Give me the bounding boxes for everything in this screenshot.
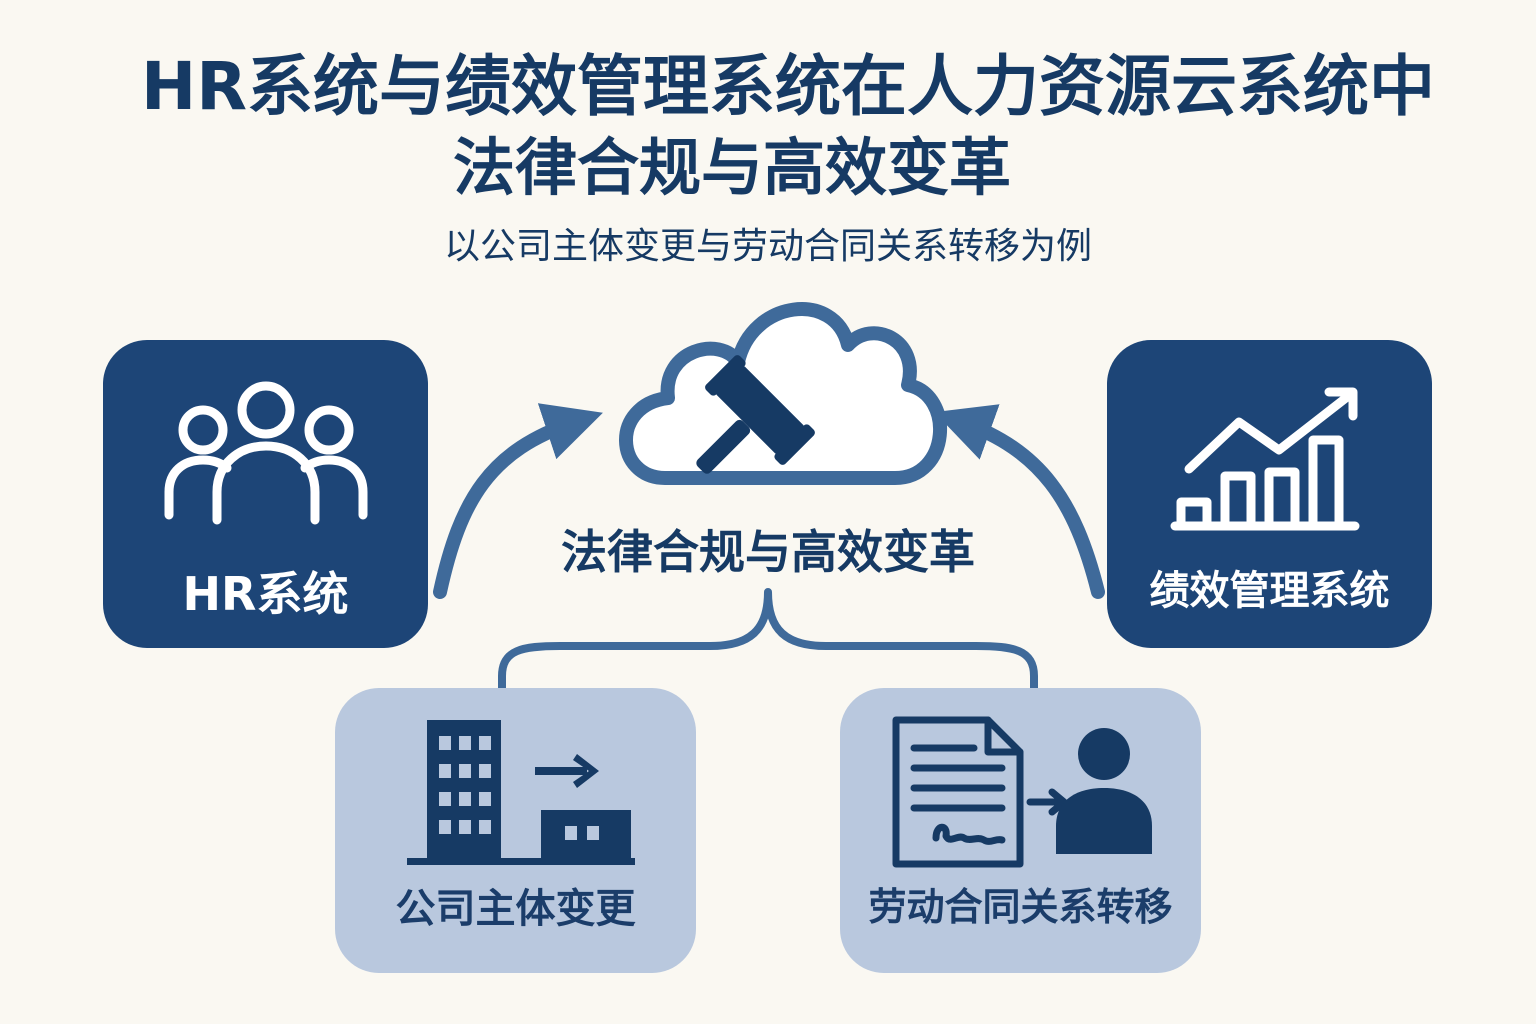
people-group-icon <box>164 381 368 525</box>
contract-to-person-icon <box>892 716 1152 868</box>
page-title-line-2: 法律合规与高效变革 <box>452 131 1011 204</box>
hr-system-card: HR系统 <box>103 340 428 648</box>
contract-transfer-card: 劳动合同关系转移 <box>840 688 1201 973</box>
hr-system-label: HR系统 <box>182 567 349 621</box>
hr-to-cloud-arrow <box>433 403 603 599</box>
performance-system-card: 绩效管理系统 <box>1107 340 1432 648</box>
gavel-in-cloud-icon <box>619 302 947 485</box>
performance-system-label: 绩效管理系统 <box>1149 568 1390 614</box>
company-change-card: 公司主体变更 <box>335 688 696 973</box>
growth-chart-icon <box>1170 387 1360 531</box>
building-transfer-icon <box>407 720 635 865</box>
bottom-bracket-connector <box>498 588 1038 696</box>
company-change-label: 公司主体变更 <box>395 886 636 932</box>
page-subtitle: 以公司主体变更与劳动合同关系转移为例 <box>443 226 1092 267</box>
center-label: 法律合规与高效变革 <box>561 525 975 579</box>
performance-to-cloud-arrow <box>934 404 1105 599</box>
contract-transfer-label: 劳动合同关系转移 <box>868 885 1173 929</box>
page-title-line-1: HR系统与绩效管理系统在人力资源云系统中 <box>140 48 1436 125</box>
